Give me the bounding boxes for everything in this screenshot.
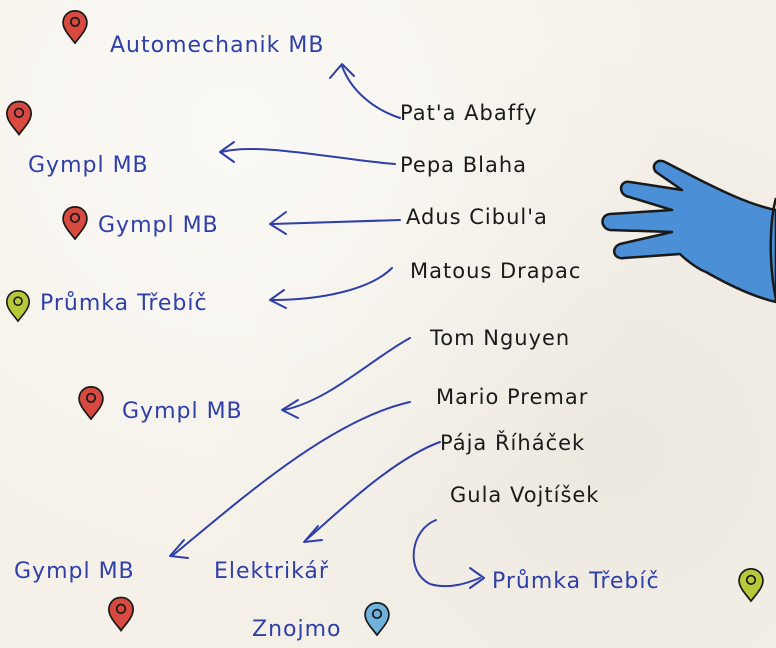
pointing-hand-icon <box>601 159 776 304</box>
destination-prumka-2: Průmka Třebíč <box>492 569 660 594</box>
arrow-blaha <box>221 148 396 165</box>
person-blaha: Pepa Blaha <box>400 153 527 177</box>
destinations: Automechanik MB Gympl MB Gympl MB Průmka… <box>14 33 660 642</box>
destination-znojmo: Znojmo <box>252 617 341 642</box>
person-rihacek: Pája Říháček <box>440 430 585 455</box>
arrow-rihacek <box>305 441 441 541</box>
arrow-vojtisek <box>412 519 481 588</box>
people-list: Pat'a Abaffy Pepa Blaha Adus Cibul'a Mat… <box>400 101 599 507</box>
pins <box>6 10 764 636</box>
destination-elektrikar: Elektrikář <box>214 559 329 584</box>
arrow-rihacek-head <box>303 525 323 543</box>
destination-gympl-3: Gympl MB <box>122 399 243 424</box>
arrow-vojtisek-head <box>469 567 485 589</box>
map-pin-icon <box>108 596 134 632</box>
map-pin-icon <box>62 10 88 44</box>
arrow-nguyen-head <box>281 399 299 419</box>
map-pin-icon <box>62 206 88 240</box>
map-pin-icon <box>78 386 104 420</box>
arrow-drapac-head <box>269 289 287 309</box>
arrow-drapac <box>271 267 393 301</box>
person-vojtisek: Gula Vojtíšek <box>450 483 599 507</box>
destination-gympl-2: Gympl MB <box>98 213 219 238</box>
arrow-nguyen <box>283 337 411 411</box>
person-cibula: Adus Cibul'a <box>406 205 548 229</box>
map-pin-icon <box>6 100 32 136</box>
arrow-premar-head <box>169 539 189 559</box>
arrow-blaha-head <box>219 141 235 163</box>
person-abaffy: Pat'a Abaffy <box>400 101 538 125</box>
arrows <box>169 63 485 589</box>
arrow-cibula <box>271 219 401 225</box>
arrow-premar <box>171 401 411 557</box>
arrow-cibula-head <box>269 211 287 235</box>
map-pin-icon <box>6 290 30 322</box>
person-nguyen: Tom Nguyen <box>429 326 570 350</box>
arrow-abaffy-head <box>329 63 355 79</box>
person-drapac: Matous Drapac <box>410 259 581 283</box>
person-premar: Mario Premar <box>436 385 588 409</box>
map-pin-icon <box>364 602 390 636</box>
destination-automechanik: Automechanik MB <box>110 33 324 58</box>
map-pin-icon <box>738 568 764 602</box>
destination-gympl-1: Gympl MB <box>28 153 149 178</box>
destination-gympl-4: Gympl MB <box>14 559 135 584</box>
arrow-abaffy <box>341 65 401 119</box>
destination-prumka-1: Průmka Třebíč <box>40 291 208 316</box>
